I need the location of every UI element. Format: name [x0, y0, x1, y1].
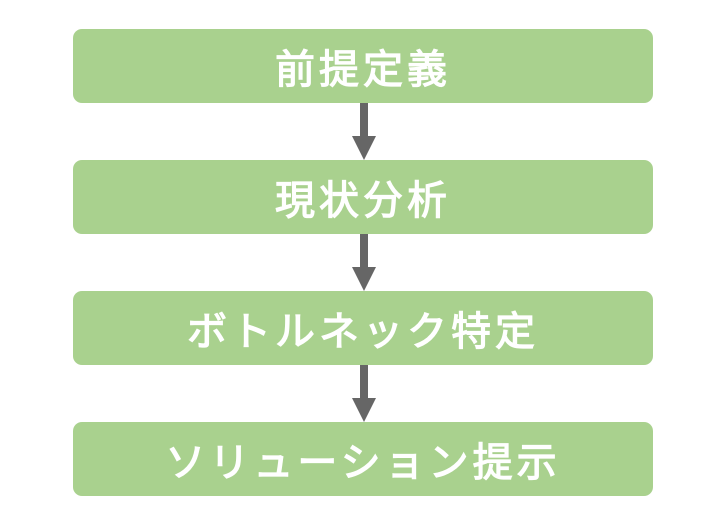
step-box-solution-proposal: ソリューション提示 — [73, 422, 653, 496]
step-label: ソリューション提示 — [165, 440, 561, 486]
step-box-current-analysis: 現状分析 — [73, 160, 653, 234]
down-arrow-icon — [352, 103, 376, 160]
step-label: 現状分析 — [275, 178, 451, 224]
step-label: ボトルネック特定 — [187, 309, 539, 355]
down-arrow-icon — [352, 365, 376, 422]
down-arrow-icon — [352, 234, 376, 291]
step-box-bottleneck-identification: ボトルネック特定 — [73, 291, 653, 365]
step-box-premise-definition: 前提定義 — [73, 29, 653, 103]
step-label: 前提定義 — [275, 47, 451, 93]
